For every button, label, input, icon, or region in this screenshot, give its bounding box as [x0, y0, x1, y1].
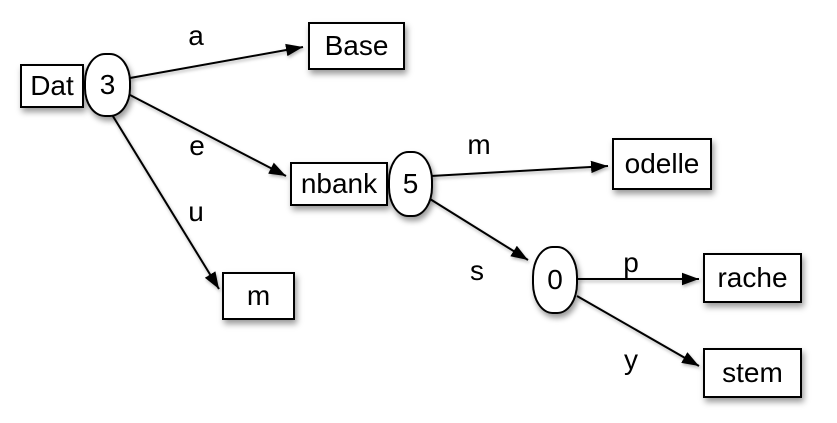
edge-label-e: e — [189, 130, 205, 161]
node-rache: rache — [703, 253, 802, 303]
edge-label-p: p — [623, 247, 639, 278]
node-count-5: 5 — [388, 151, 433, 217]
node-base: Base — [308, 22, 405, 70]
edge-label-m: m — [467, 129, 491, 160]
node-odelle: odelle — [612, 138, 712, 190]
edge-m-to-odelle — [430, 160, 609, 177]
node-dat: Dat — [20, 64, 84, 108]
node-stem: stem — [703, 348, 802, 398]
edge-a-to-base — [129, 43, 304, 79]
node-m: m — [222, 272, 295, 320]
edge-label-a: a — [188, 20, 204, 51]
node-count-3: 3 — [84, 53, 131, 117]
edge-label-y: y — [624, 344, 638, 375]
edge-s-to-count0 — [429, 198, 529, 261]
node-nbank: nbank — [290, 162, 388, 206]
edge-label-s: s — [470, 255, 484, 286]
edge-label-u: u — [188, 196, 204, 227]
edge-u-to-m — [110, 112, 220, 290]
edge-y-to-stem — [576, 295, 700, 367]
edge-e-to-nbank — [129, 94, 287, 177]
node-count-0: 0 — [532, 246, 578, 314]
